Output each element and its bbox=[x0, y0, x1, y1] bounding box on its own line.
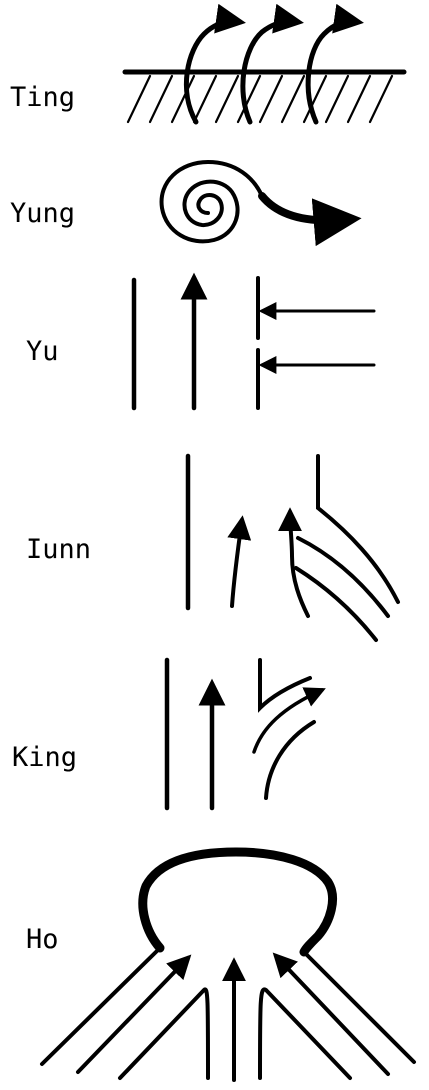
yung-diagram bbox=[162, 162, 352, 241]
yung-spiral bbox=[162, 162, 262, 241]
king-branch-lower bbox=[266, 722, 314, 798]
ting-hatching bbox=[128, 76, 392, 122]
king-diagram bbox=[167, 660, 322, 808]
yung-tail-arrow bbox=[262, 196, 352, 220]
yu-diagram bbox=[134, 278, 374, 408]
ho-right-inner-wall bbox=[260, 989, 350, 1078]
iunn-arrow-left bbox=[232, 520, 242, 606]
ting-diagram bbox=[125, 21, 404, 122]
iunn-branch-inner bbox=[296, 568, 376, 640]
ho-dome bbox=[143, 852, 333, 952]
iunn-arrow-right bbox=[290, 512, 308, 616]
iunn-diagram bbox=[188, 456, 398, 640]
ho-left-inner-wall bbox=[120, 989, 208, 1078]
ho-diagram bbox=[42, 852, 414, 1080]
